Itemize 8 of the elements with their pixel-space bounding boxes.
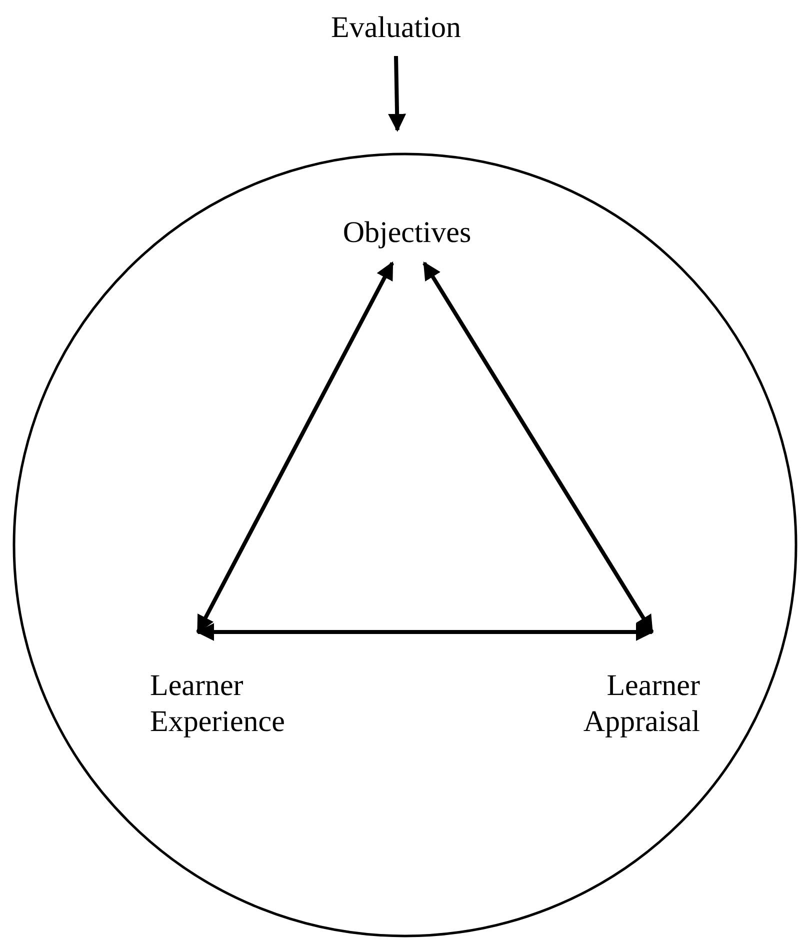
node-label: Learner Appraisal <box>490 668 700 748</box>
node-label: Learner Experience <box>150 668 360 748</box>
double-arrow <box>196 261 394 634</box>
node-label: Evaluation <box>296 10 496 50</box>
node-label: Objectives <box>302 215 512 255</box>
double-arrow <box>422 261 654 634</box>
double-arrow <box>196 623 654 641</box>
arrow <box>388 56 406 132</box>
